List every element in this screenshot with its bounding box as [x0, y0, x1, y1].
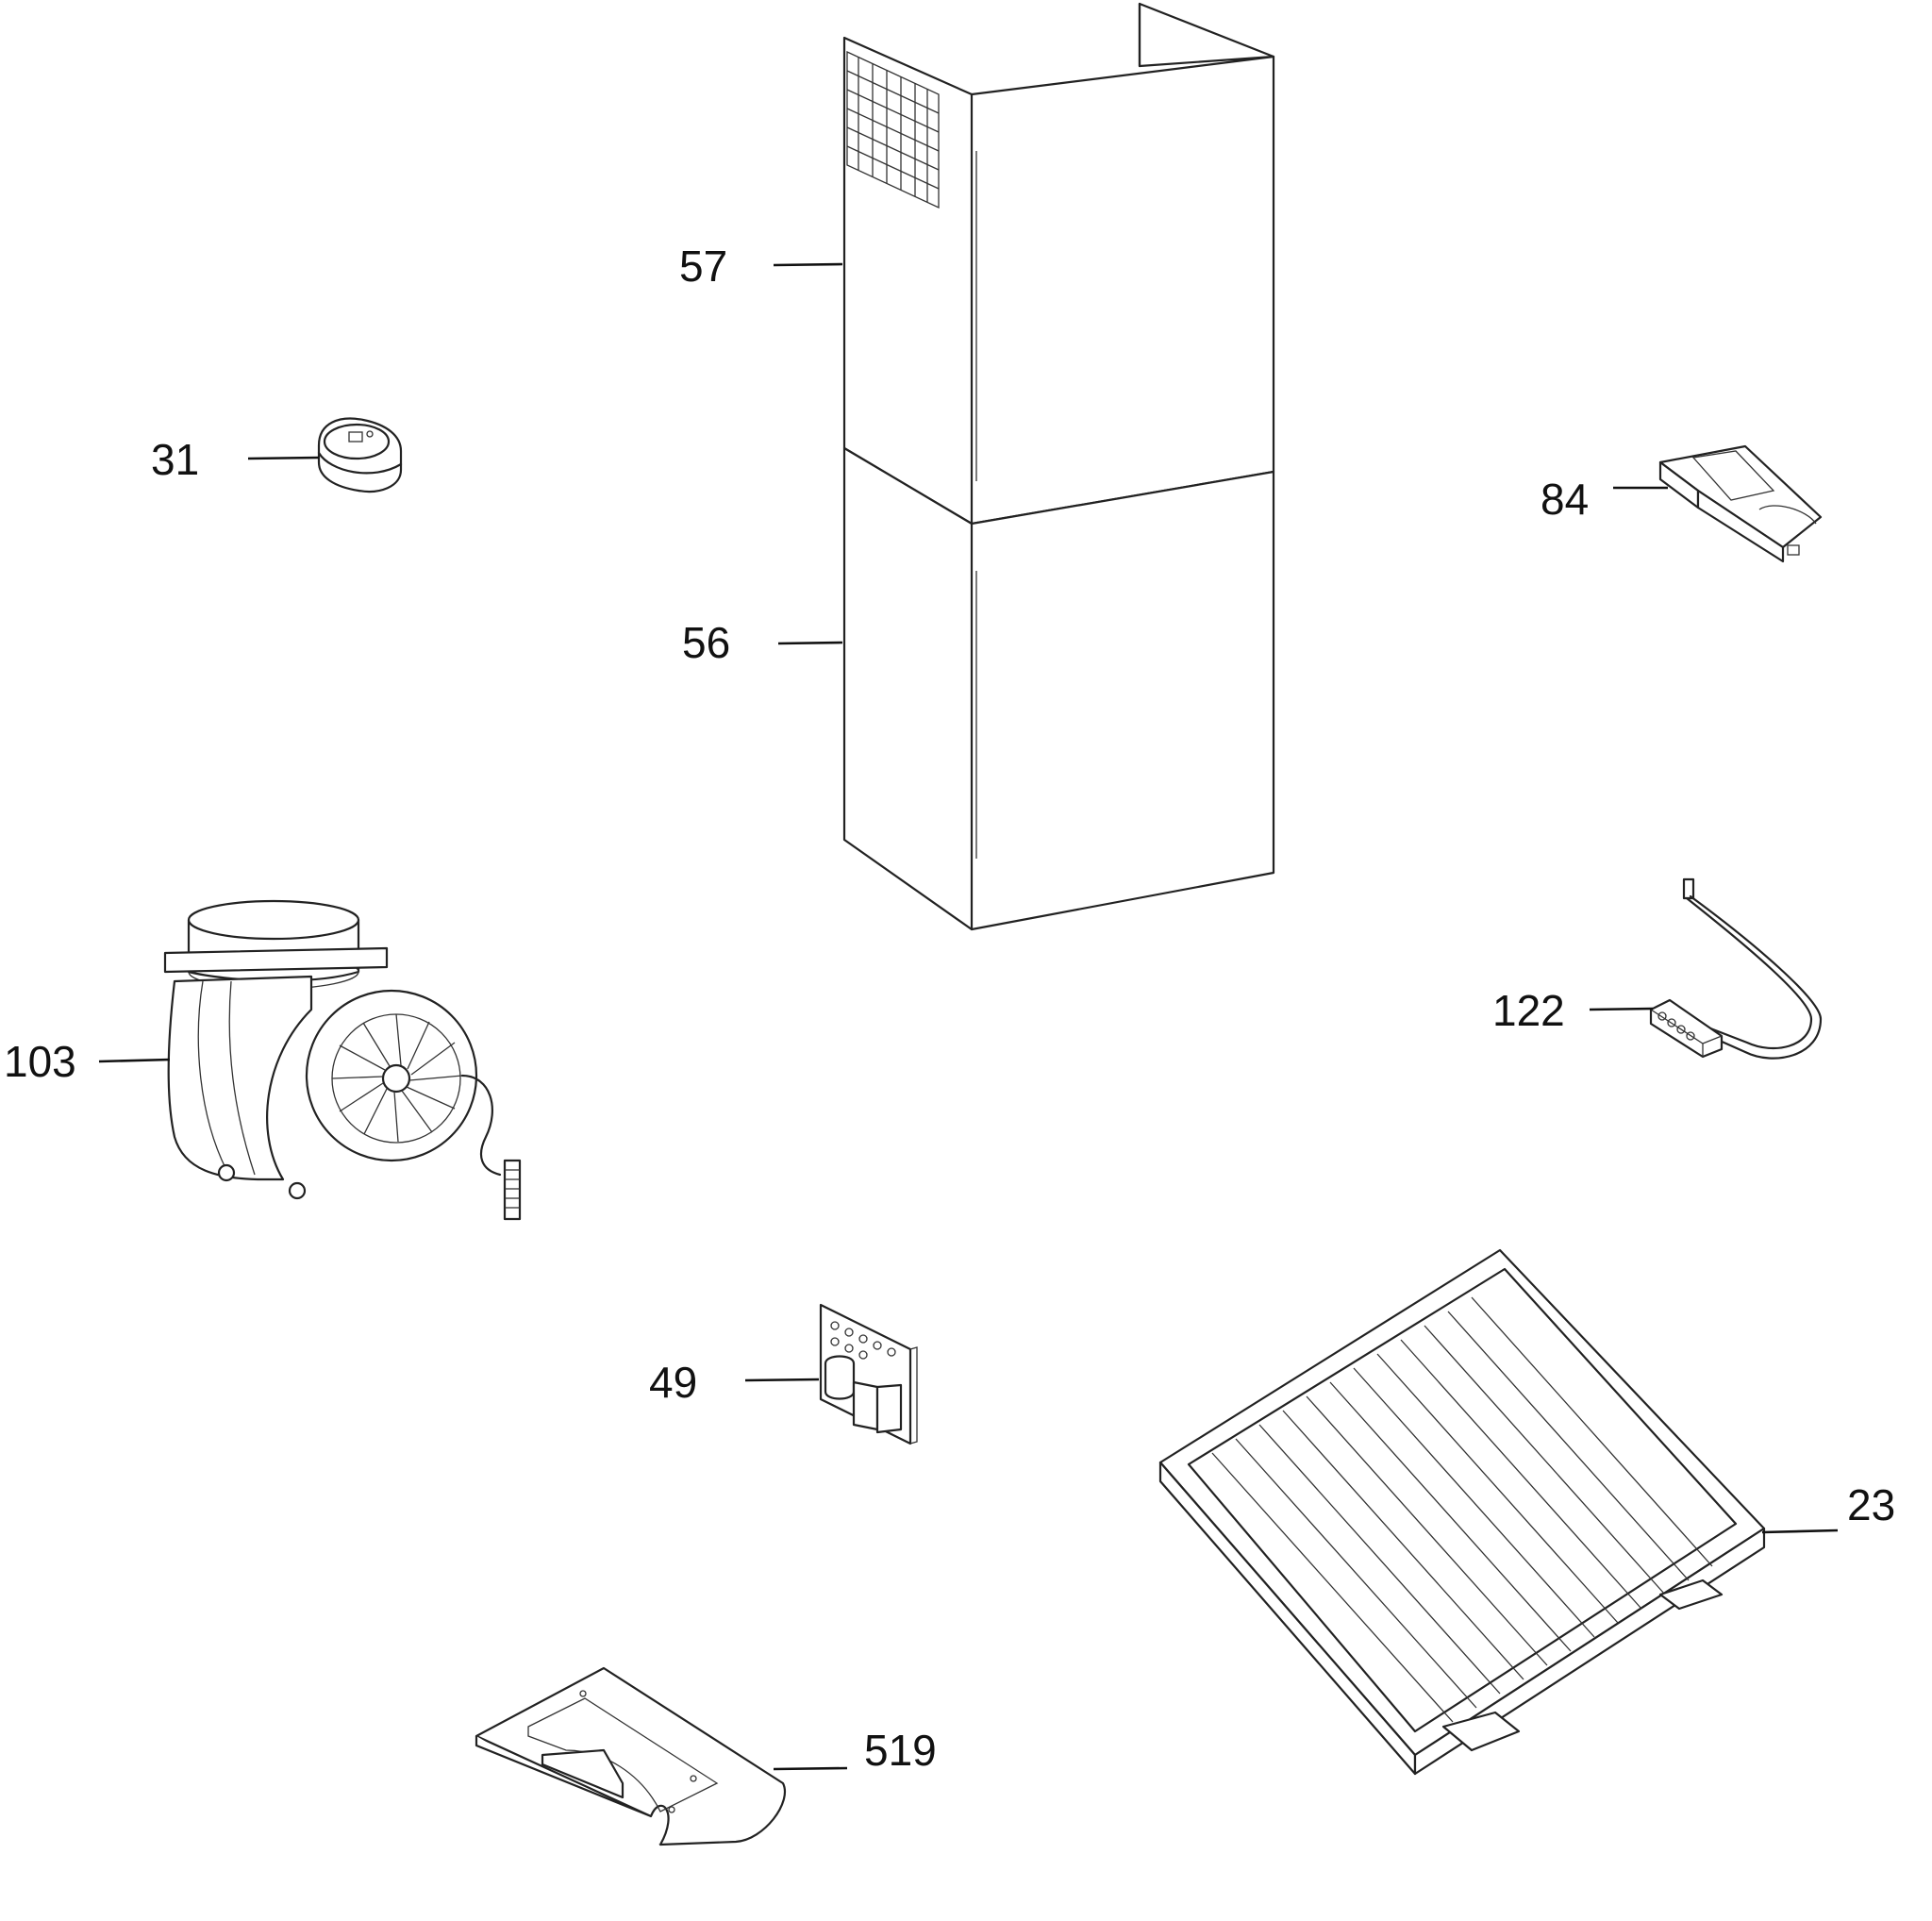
- part-56-lower-chimney: [842, 446, 1275, 931]
- leader-122: [1589, 1007, 1654, 1011]
- leader-103: [98, 1058, 171, 1063]
- part-519-mounting-bracket: [475, 1666, 786, 1846]
- part-122-connector-cable: [1649, 877, 1823, 1060]
- leader-49: [744, 1378, 820, 1382]
- part-84-transformer: [1658, 444, 1823, 563]
- callout-23: 23: [1847, 1480, 1895, 1529]
- leader-57: [773, 262, 843, 267]
- part-57-upper-chimney: [842, 2, 1275, 526]
- callout-31: 31: [151, 435, 199, 484]
- callout-57: 57: [679, 242, 727, 291]
- part-23-grease-filter: [1158, 1248, 1766, 1776]
- filter-baffles: [1211, 1296, 1713, 1723]
- vent-grille: [846, 50, 940, 209]
- callout-519: 519: [864, 1726, 937, 1775]
- part-49-circuit-board: [819, 1303, 918, 1445]
- callout-122: 122: [1492, 986, 1565, 1035]
- part-31-control-knob: [317, 417, 403, 493]
- part-103-blower-motor: [163, 899, 522, 1221]
- leader-31: [247, 456, 320, 460]
- callout-49: 49: [649, 1358, 697, 1407]
- leader-23: [1761, 1528, 1839, 1534]
- callout-84: 84: [1541, 475, 1589, 524]
- callout-56: 56: [682, 618, 730, 667]
- leader-519: [773, 1766, 848, 1771]
- fan-wheel-blades: [331, 1013, 463, 1143]
- callout-103: 103: [4, 1037, 76, 1086]
